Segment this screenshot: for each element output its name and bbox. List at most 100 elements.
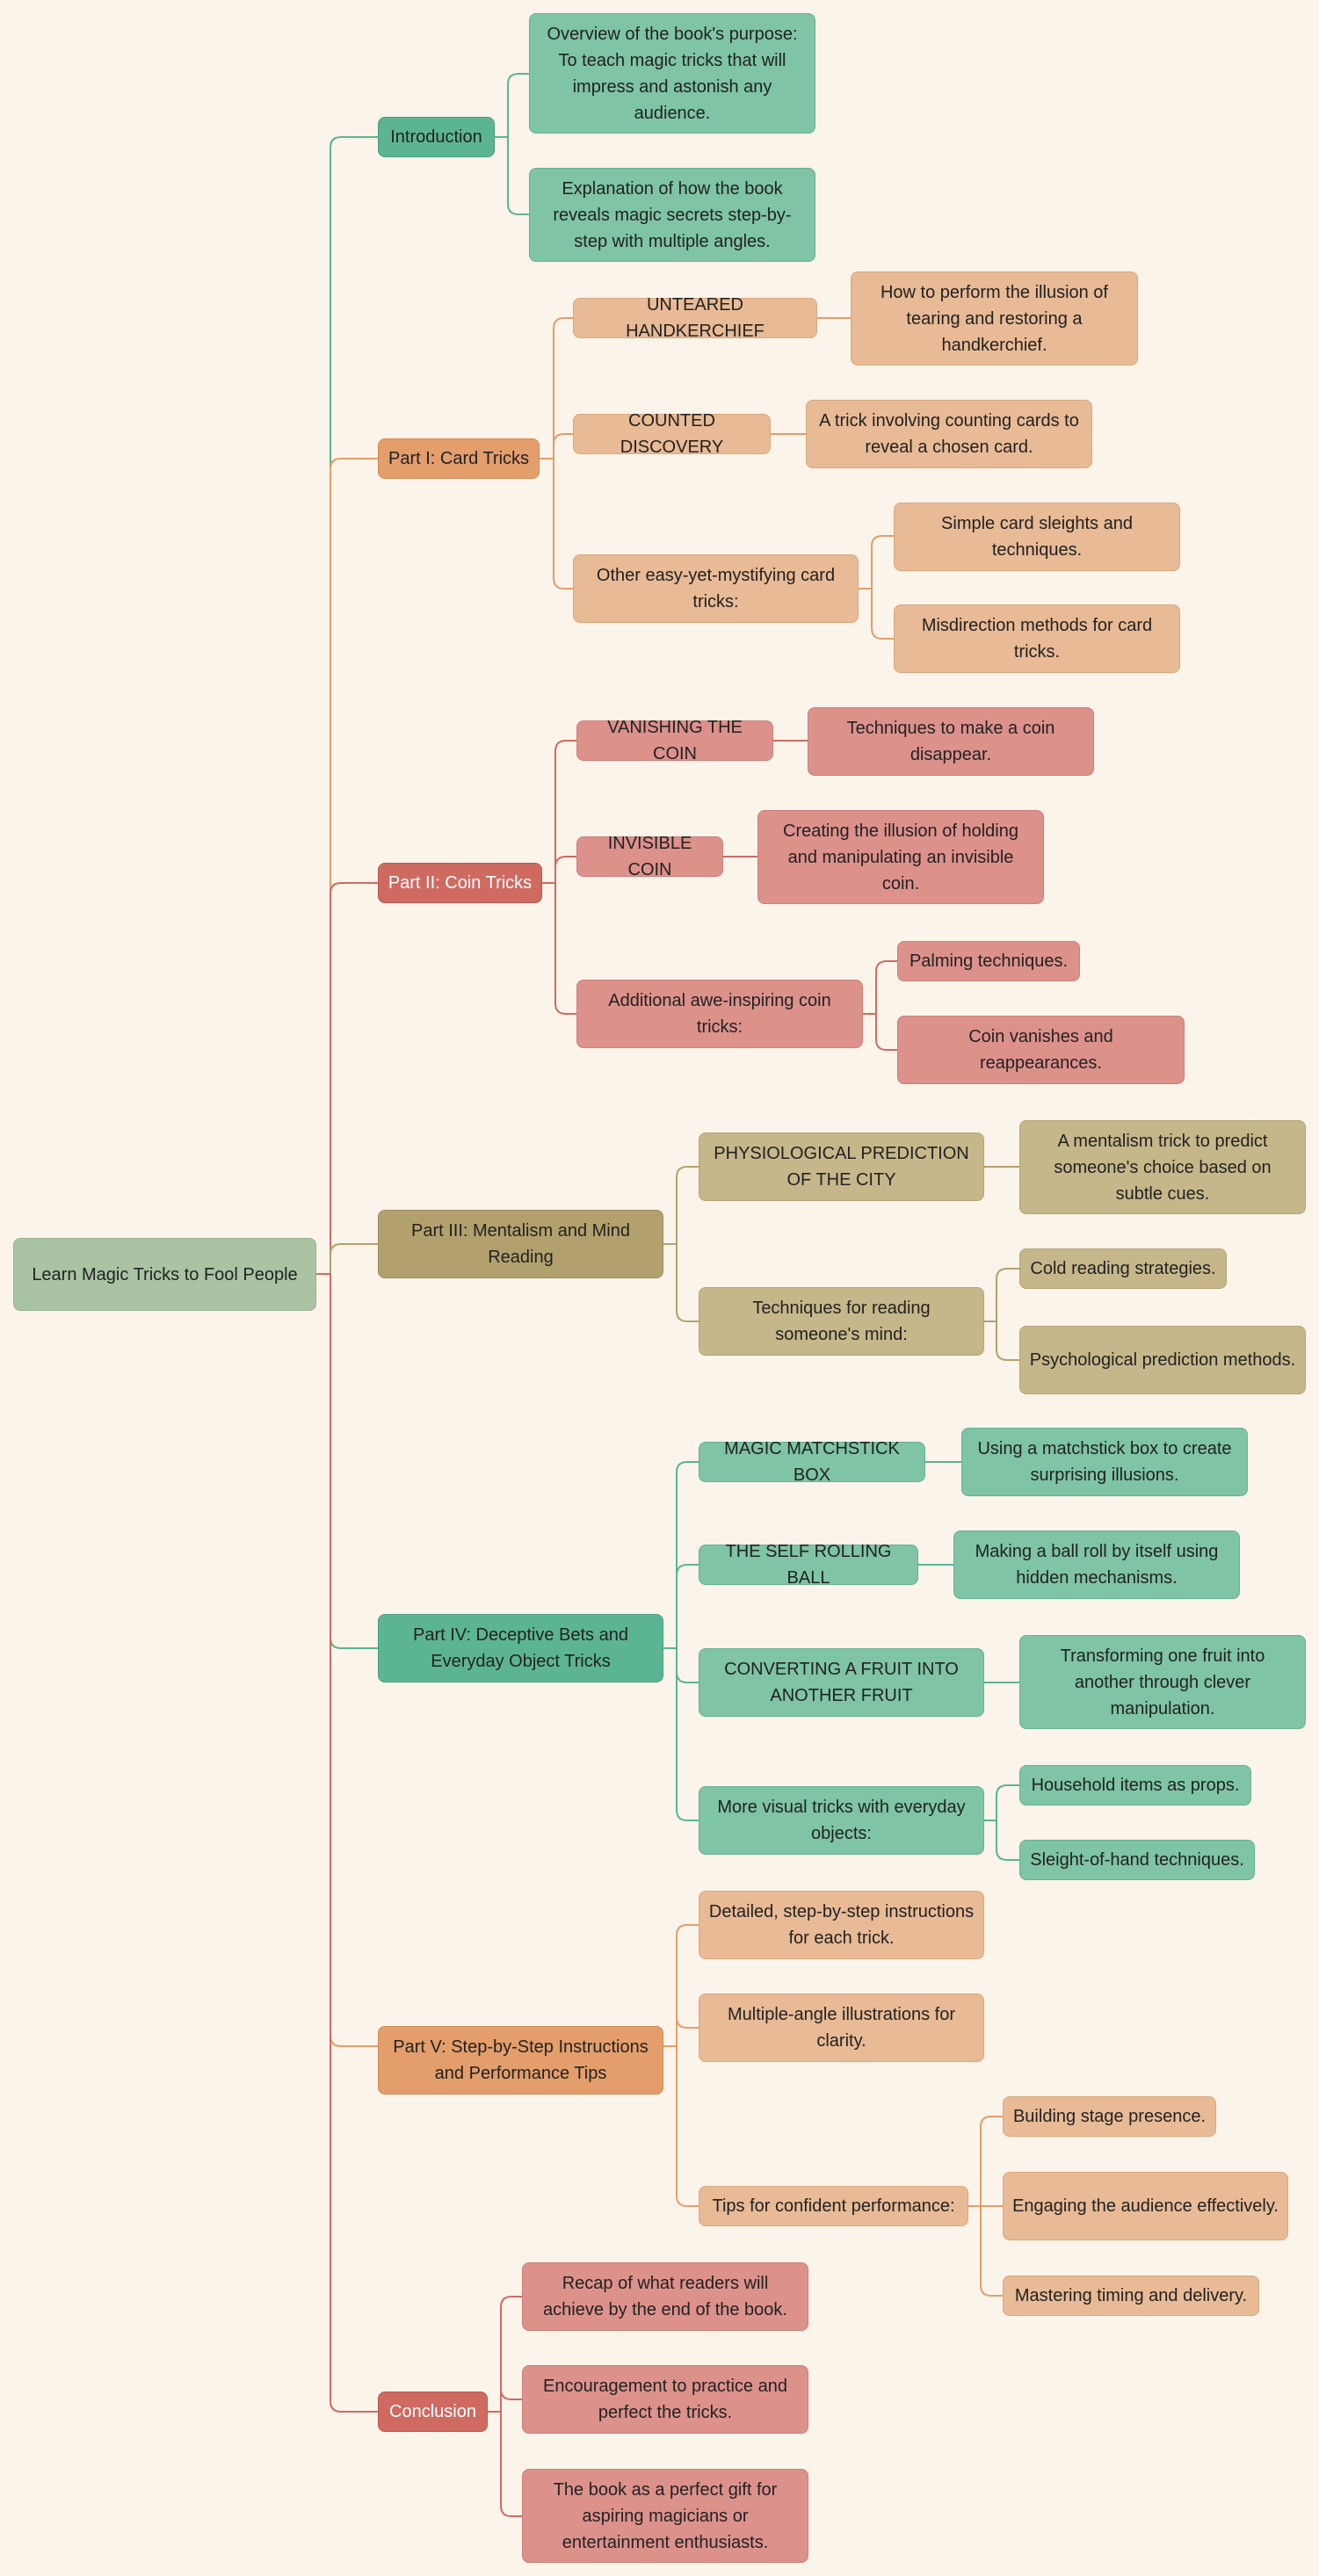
node-visual-tricks[interactable]: More visual tricks with everyday objects…: [699, 1786, 984, 1855]
branch-part4-deceptive-bets[interactable]: Part IV: Deceptive Bets and Everyday Obj…: [378, 1614, 663, 1682]
node-vanishing-coin[interactable]: VANISHING THE COIN: [576, 718, 773, 763]
node-other-card-tricks[interactable]: Other easy-yet-mystifying card tricks:: [573, 554, 859, 623]
node-matchstick-box[interactable]: MAGIC MATCHSTICK BOX: [699, 1439, 925, 1485]
node-label: Learn Magic Tricks to Fool People: [32, 1264, 298, 1284]
link-root-part4: [316, 1273, 378, 1649]
node-label: Part IV: Deceptive Bets and Everyday Obj…: [413, 1625, 628, 1671]
node-matchstick-desc[interactable]: Using a matchstick box to create surpris…: [961, 1428, 1248, 1496]
node-label: Recap of what readers will achieve by th…: [543, 2274, 787, 2319]
node-physiological-desc[interactable]: A mentalism trick to predict someone's c…: [1019, 1120, 1306, 1214]
node-label: How to perform the illusion of tearing a…: [880, 282, 1108, 355]
node-converting-fruit[interactable]: CONVERTING A FRUIT INTO ANOTHER FRUIT: [699, 1648, 984, 1717]
node-label: Coin vanishes and reappearances.: [968, 1027, 1113, 1073]
node-household-items[interactable]: Household items as props.: [1019, 1765, 1251, 1805]
node-label: MAGIC MATCHSTICK BOX: [724, 1439, 900, 1485]
node-label: Palming techniques.: [909, 952, 1069, 971]
node-rolling-ball-desc[interactable]: Making a ball roll by itself using hidde…: [953, 1530, 1240, 1599]
node-label: Part I: Card Tricks: [388, 449, 530, 468]
node-fruit-desc[interactable]: Transforming one fruit into another thro…: [1019, 1635, 1306, 1729]
node-label: Multiple-angle illustrations for clarity…: [727, 2005, 955, 2051]
node-performance-tips[interactable]: Tips for confident performance:: [699, 2186, 968, 2226]
node-label: Part III: Mentalism and Mind Reading: [411, 1221, 630, 1267]
node-label: VANISHING THE COIN: [607, 718, 743, 763]
node-label: Building stage presence.: [1012, 2107, 1207, 2126]
node-label: CONVERTING A FRUIT INTO ANOTHER FRUIT: [724, 1660, 959, 1705]
node-label: INVISIBLE COIN: [607, 834, 692, 879]
node-label: Introduction: [390, 127, 482, 147]
link-root-part5: [316, 1273, 378, 2047]
node-timing-delivery[interactable]: Mastering timing and delivery.: [1003, 2276, 1259, 2316]
node-vanishing-desc[interactable]: Techniques to make a coin disappear.: [808, 707, 1094, 776]
node-label: Part II: Coin Tricks: [388, 873, 533, 893]
node-label: COUNTED DISCOVERY: [620, 411, 724, 457]
branch-part1-card-tricks[interactable]: Part I: Card Tricks: [378, 438, 540, 479]
node-label: Creating the illusion of holding and man…: [783, 821, 1018, 894]
branch-part3-mentalism[interactable]: Part III: Mentalism and Mind Reading: [378, 1210, 663, 1278]
node-label: Mastering timing and delivery.: [1014, 2286, 1248, 2305]
link-root-introduction: [316, 136, 378, 1275]
node-mind-reading-techniques[interactable]: Techniques for reading someone's mind:: [699, 1287, 984, 1356]
link-root-part2: [316, 882, 378, 1275]
node-multiple-angle[interactable]: Multiple-angle illustrations for clarity…: [699, 1994, 984, 2062]
node-sleight-of-hand[interactable]: Sleight-of-hand techniques.: [1019, 1840, 1255, 1880]
node-card-misdirection[interactable]: Misdirection methods for card tricks.: [894, 604, 1180, 673]
node-label: PHYSIOLOGICAL PREDICTION OF THE CITY: [714, 1144, 969, 1190]
link-root-conclusion: [316, 1273, 378, 2413]
node-label: Engaging the audience effectively.: [1012, 2196, 1279, 2216]
branch-conclusion[interactable]: Conclusion: [378, 2391, 488, 2432]
node-card-sleights[interactable]: Simple card sleights and techniques.: [894, 503, 1180, 571]
node-unteared-handkerchief[interactable]: UNTEARED HANDKERCHIEF: [573, 295, 817, 341]
node-label: Using a matchstick box to create surpris…: [977, 1439, 1232, 1485]
node-label: Part V: Step-by-Step Instructions and Pe…: [393, 2037, 649, 2083]
node-label: Psychological prediction methods.: [1029, 1350, 1296, 1370]
node-additional-coin-tricks[interactable]: Additional awe-inspiring coin tricks:: [576, 980, 863, 1048]
node-coin-vanishes[interactable]: Coin vanishes and reappearances.: [897, 1016, 1185, 1084]
node-label: Explanation of how the book reveals magi…: [553, 178, 792, 251]
branch-part2-coin-tricks[interactable]: Part II: Coin Tricks: [378, 863, 542, 903]
node-recap[interactable]: Recap of what readers will achieve by th…: [522, 2262, 808, 2331]
node-unteared-desc[interactable]: How to perform the illusion of tearing a…: [851, 271, 1138, 365]
node-label: Making a ball roll by itself using hidde…: [975, 1542, 1219, 1588]
node-perfect-gift[interactable]: The book as a perfect gift for aspiring …: [522, 2469, 808, 2563]
node-encouragement[interactable]: Encouragement to practice and perfect th…: [522, 2365, 808, 2434]
node-label: Additional awe-inspiring coin tricks:: [608, 991, 831, 1037]
branch-introduction[interactable]: Introduction: [378, 117, 495, 157]
node-label: Techniques to make a coin disappear.: [846, 719, 1055, 764]
node-label: Encouragement to practice and perfect th…: [543, 2377, 787, 2422]
link-root-part1: [316, 458, 378, 1275]
node-intro-overview[interactable]: Overview of the book's purpose: To teach…: [529, 13, 815, 134]
node-invisible-coin[interactable]: INVISIBLE COIN: [576, 834, 723, 879]
node-detailed-instructions[interactable]: Detailed, step-by-step instructions for …: [699, 1891, 984, 1959]
node-label: Other easy-yet-mystifying card tricks:: [596, 566, 836, 611]
node-label: Tips for confident performance:: [712, 2196, 955, 2216]
node-label: More visual tricks with everyday objects…: [717, 1798, 966, 1843]
node-label: Household items as props.: [1031, 1776, 1240, 1795]
node-label: Cold reading strategies.: [1030, 1259, 1216, 1278]
link-root-part3: [316, 1243, 378, 1275]
node-label: Misdirection methods for card tricks.: [921, 616, 1153, 662]
node-palming[interactable]: Palming techniques.: [897, 941, 1080, 981]
node-label: Simple card sleights and techniques.: [941, 514, 1133, 560]
node-label: UNTEARED HANDKERCHIEF: [626, 295, 765, 341]
node-stage-presence[interactable]: Building stage presence.: [1003, 2096, 1216, 2137]
node-psychological-prediction[interactable]: Psychological prediction methods.: [1019, 1326, 1306, 1394]
node-intro-explanation[interactable]: Explanation of how the book reveals magi…: [529, 168, 815, 262]
node-counted-discovery[interactable]: COUNTED DISCOVERY: [573, 411, 771, 457]
node-label: A mentalism trick to predict someone's c…: [1054, 1131, 1272, 1204]
node-physiological-prediction[interactable]: PHYSIOLOGICAL PREDICTION OF THE CITY: [699, 1132, 984, 1201]
root-node[interactable]: Learn Magic Tricks to Fool People: [13, 1238, 316, 1311]
node-label: Transforming one fruit into another thro…: [1060, 1646, 1265, 1719]
node-label: Detailed, step-by-step instructions for …: [708, 1902, 975, 1948]
branch-part5-instructions[interactable]: Part V: Step-by-Step Instructions and Pe…: [378, 2026, 663, 2095]
node-label: Overview of the book's purpose: To teach…: [547, 24, 798, 123]
node-counted-desc[interactable]: A trick involving counting cards to reve…: [806, 400, 1092, 468]
node-label: A trick involving counting cards to reve…: [819, 411, 1079, 457]
node-label: THE SELF ROLLING BALL: [725, 1542, 892, 1588]
node-invisible-desc[interactable]: Creating the illusion of holding and man…: [757, 810, 1044, 904]
node-label: Sleight-of-hand techniques.: [1030, 1850, 1244, 1870]
node-cold-reading[interactable]: Cold reading strategies.: [1019, 1248, 1227, 1289]
node-self-rolling-ball[interactable]: THE SELF ROLLING BALL: [699, 1542, 918, 1588]
node-engaging-audience[interactable]: Engaging the audience effectively.: [1003, 2172, 1288, 2240]
